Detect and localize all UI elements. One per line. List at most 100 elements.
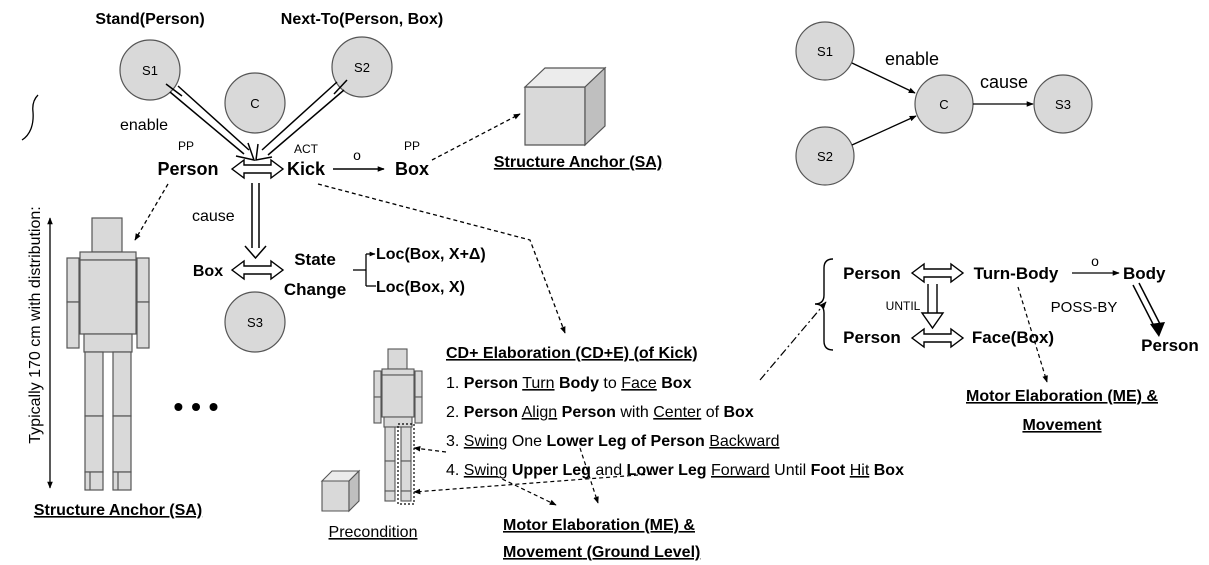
loc-new-label: Loc(Box, X+Δ)	[376, 246, 486, 263]
node-c-label: C	[250, 96, 259, 111]
dashed-arrow-step4-to-foot	[413, 473, 653, 495]
dashdot-arrow-step1-to-right	[759, 301, 827, 381]
turn-body-label: Turn-Body	[974, 264, 1059, 283]
mini-node-s1: S1	[795, 21, 855, 81]
elab-step-4-run: Foot	[811, 462, 846, 479]
enable-link-s1	[165, 83, 256, 162]
human-figure-large	[66, 217, 150, 491]
me-ground-movement: Movement	[503, 544, 583, 561]
elab-step-1-run: Body	[559, 375, 599, 392]
node-c: C	[224, 72, 286, 134]
act-label: ACT	[294, 142, 319, 156]
mini-arrow-s2-c	[851, 115, 917, 146]
box-label: Box	[395, 159, 429, 179]
change-label: Change	[284, 280, 346, 299]
elab-step-4-run: Box	[874, 462, 904, 479]
ellipsis-dots: • • •	[174, 391, 219, 422]
pp-label-person: PP	[178, 139, 194, 153]
elab-step-3-run: 3.	[446, 433, 464, 450]
elab-step-2-run: of	[701, 404, 723, 421]
dashed-arrow-step3-to-leg	[413, 446, 447, 453]
leg-highlight-dotted	[397, 423, 415, 505]
double-arrow-person-kick	[230, 158, 285, 180]
cause-label: cause	[192, 208, 235, 225]
elab-step-2-run: Align	[522, 404, 558, 421]
o-label: o	[353, 147, 361, 163]
stand-person-label: Stand(Person)	[95, 11, 204, 28]
elab-step-2-run: Box	[724, 404, 754, 421]
distribution-curve-icon	[21, 94, 39, 141]
poss-by-link	[1132, 282, 1161, 327]
elab-step-3-run: One	[507, 433, 546, 450]
right-o-label: o	[1091, 253, 1099, 269]
me-ground-level: (Ground Level)	[582, 544, 700, 561]
until-label: UNTIL	[886, 299, 921, 313]
mini-node-s2-label: S2	[817, 149, 833, 164]
pp-label-box: PP	[404, 139, 420, 153]
right-person-1: Person	[843, 264, 901, 283]
right-me-line2: Movement	[1022, 417, 1102, 434]
right-person-3: Person	[1141, 336, 1199, 355]
dashed-arrow-kick-to-elab	[317, 183, 566, 334]
elab-step-4-run: Hit	[850, 462, 870, 479]
mini-arrow-s1-c	[851, 62, 916, 94]
elab-step-2-run: Person	[464, 404, 518, 421]
human-figure-small	[373, 348, 423, 502]
until-link	[920, 284, 945, 330]
state-label: State	[294, 250, 336, 269]
dashed-arrow-step4-to-me	[495, 475, 557, 506]
double-arrow-person-face	[910, 327, 965, 349]
elab-step-2-run: Center	[653, 404, 702, 421]
elab-steps: 1. Person Turn Body to Face Box 2. Person…	[446, 375, 904, 479]
elab-step-4-run: Until	[770, 462, 811, 479]
state-change-bracket	[353, 254, 376, 287]
vertical-height-label: Typically 170 cm with distribution:	[27, 206, 44, 443]
elab-step-3-run: Backward	[709, 433, 779, 450]
elab-step-1-run: Box	[661, 375, 691, 392]
structure-anchor-label: Structure Anchor (SA)	[494, 154, 662, 171]
elab-step-1-run: Face	[621, 375, 657, 392]
mini-node-s3-label: S3	[1055, 97, 1071, 112]
cause-link	[244, 183, 267, 260]
elab-step-2-run: 2.	[446, 404, 464, 421]
elab-step-1-run: 1.	[446, 375, 464, 392]
elab-step-4-run: Lower Leg	[627, 462, 707, 479]
right-bracket	[814, 258, 834, 351]
face-box-label: Face(Box)	[972, 328, 1054, 347]
double-arrow-person-turn	[910, 262, 965, 284]
node-s2-label: S2	[354, 60, 370, 75]
elab-step-4-run: and	[591, 462, 627, 479]
box-3d-icon	[523, 66, 607, 147]
next-to-label: Next-To(Person, Box)	[281, 11, 443, 28]
elab-step-4-run: Forward	[711, 462, 770, 479]
elab-step-2-run: Person	[562, 404, 616, 421]
kick-label: Kick	[287, 159, 326, 179]
mini-node-c: C	[914, 74, 974, 134]
elab-step-1-run: to	[599, 375, 621, 392]
node-s3-label: S3	[247, 315, 263, 330]
elab-step-3-run: Swing	[464, 433, 508, 450]
node-s1: S1	[119, 39, 181, 101]
mini-node-s2: S2	[795, 126, 855, 186]
enable-link-s2	[255, 79, 348, 161]
mini-node-s3: S3	[1033, 74, 1093, 134]
mini-cause-label: cause	[980, 72, 1028, 92]
me-ground-line2: Movement (Ground Level)	[503, 544, 700, 561]
elab-step-4-run: Swing	[464, 462, 508, 479]
elab-step-3-run: Lower Leg of Person	[547, 433, 705, 450]
dashed-arrow-box-to-cube	[431, 113, 521, 161]
elab-title: CD+ Elaboration (CD+E) (of Kick)	[446, 345, 698, 362]
node-s3: S3	[224, 291, 286, 353]
mini-enable-label: enable	[885, 49, 939, 69]
node-s1-label: S1	[142, 63, 158, 78]
right-person-2: Person	[843, 328, 901, 347]
elab-step-4-run: 4.	[446, 462, 464, 479]
elab-step-1-run: Turn	[522, 375, 554, 392]
enable-label: enable	[120, 117, 168, 134]
poss-by-arrowhead	[1150, 322, 1165, 337]
small-box-3d-icon	[320, 469, 361, 513]
elab-step-4-run: Upper Leg	[512, 462, 591, 479]
dashed-arrow-step3-to-me	[579, 447, 599, 504]
mini-node-c-label: C	[939, 97, 948, 112]
